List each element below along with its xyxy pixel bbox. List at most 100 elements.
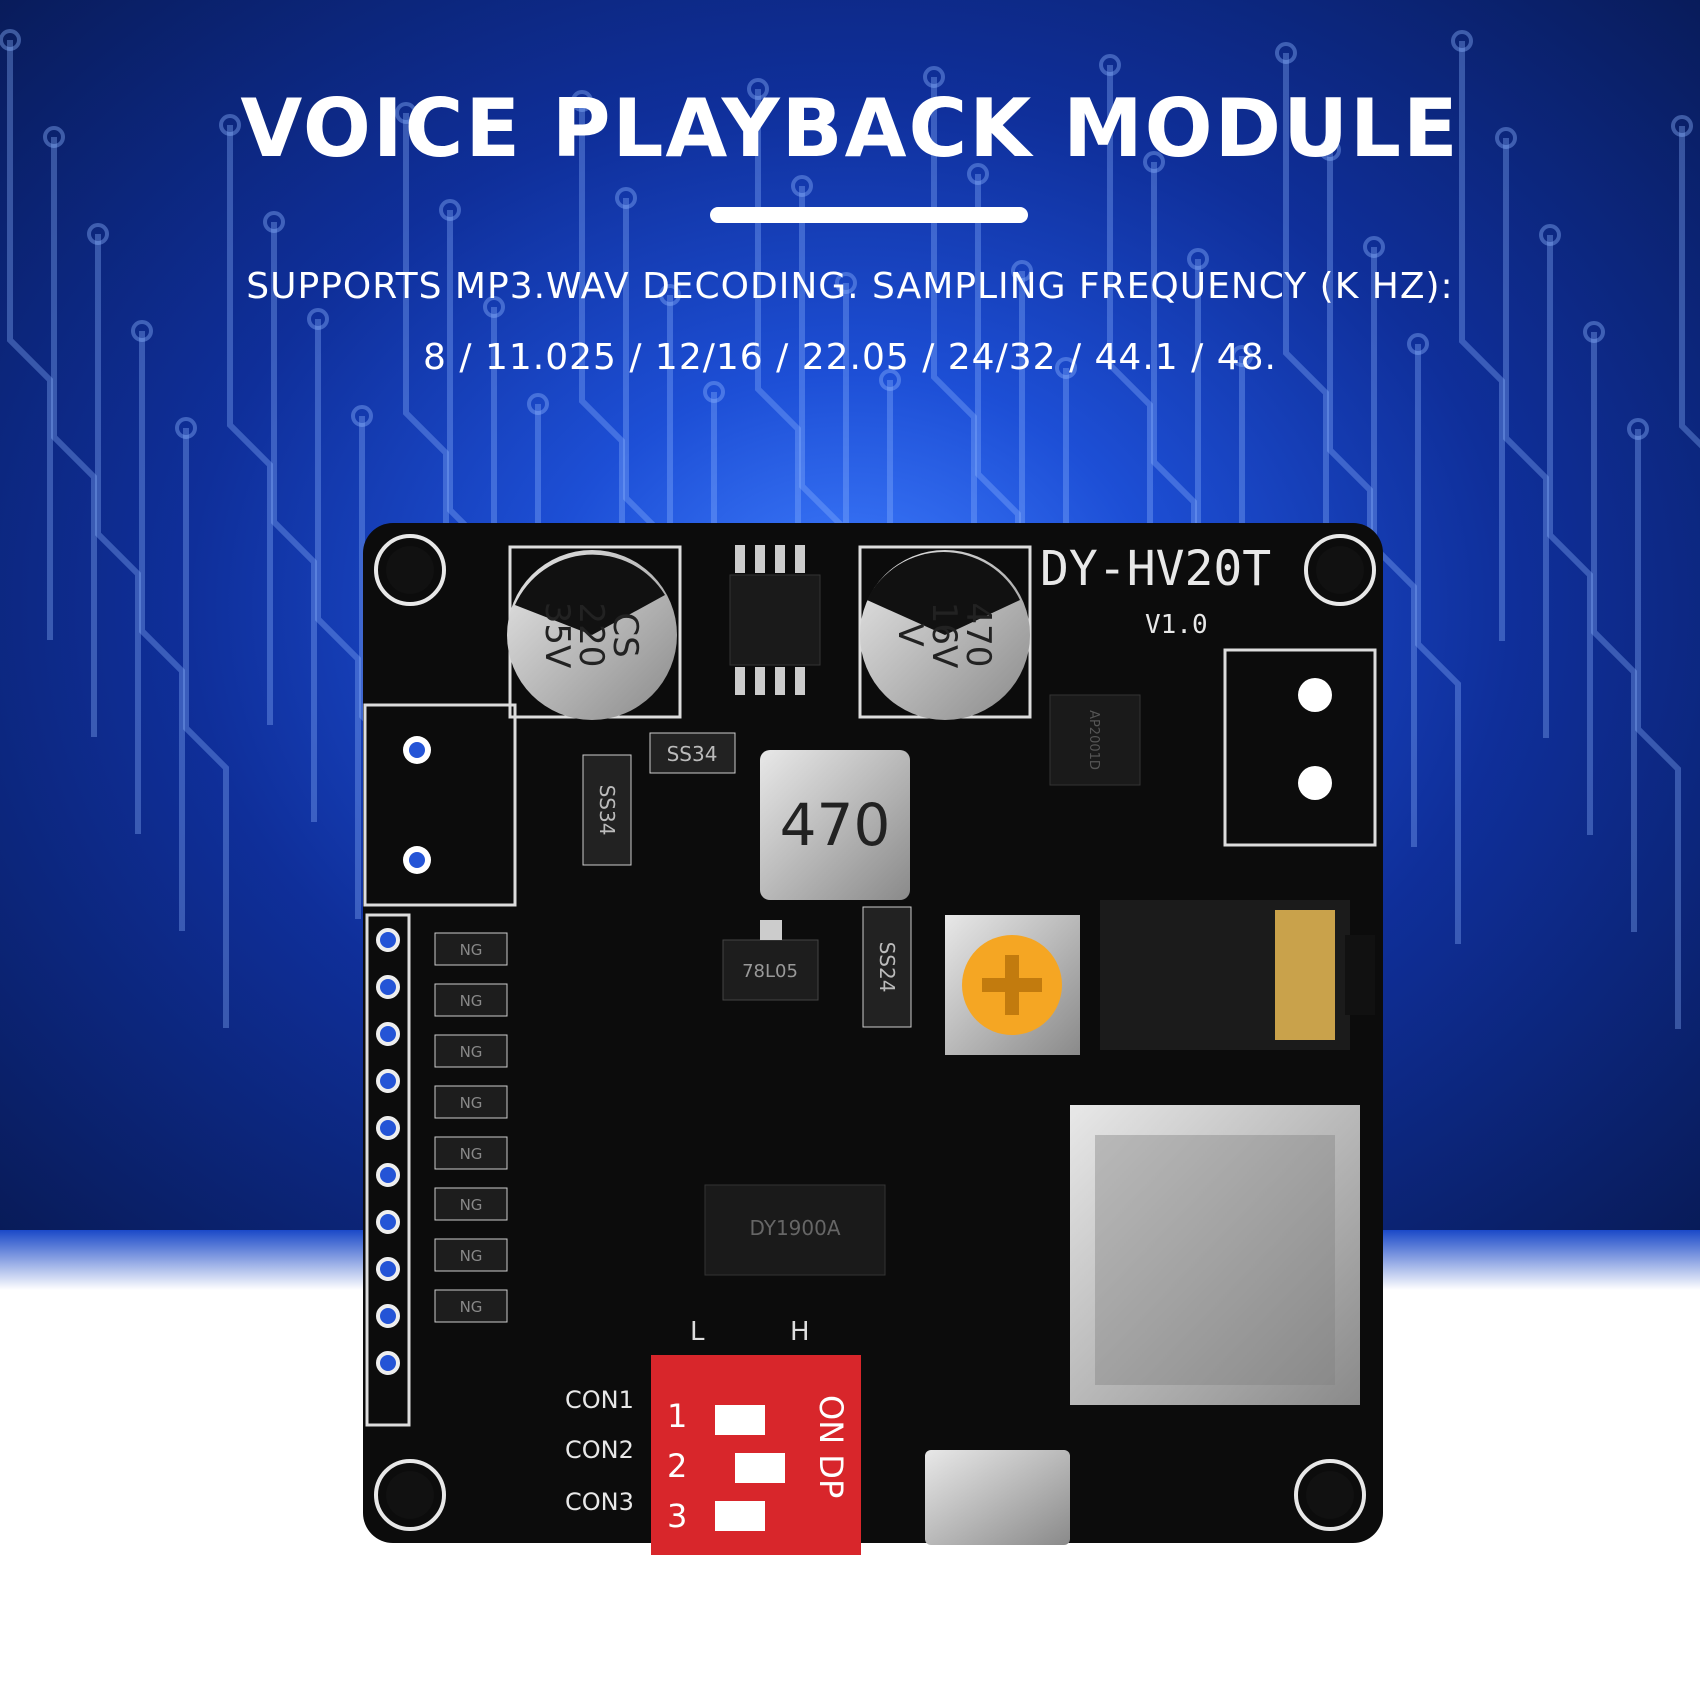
ng-resistor: NG bbox=[434, 1085, 508, 1119]
terminal-block-left bbox=[363, 703, 517, 907]
cap1-line3: 35V bbox=[537, 602, 577, 669]
circuit-pad bbox=[1583, 321, 1605, 343]
amp-chip: AP2001D bbox=[1049, 694, 1141, 786]
inductor-470: 470 bbox=[760, 750, 910, 900]
capacitor-220uf: CS 220 35V bbox=[507, 545, 682, 720]
circuit-pad bbox=[791, 175, 813, 197]
sd-card-slot bbox=[1070, 1105, 1360, 1405]
circuit-trace bbox=[51, 137, 97, 737]
cap2-line1: 470 bbox=[958, 603, 998, 668]
pin-header bbox=[365, 913, 411, 1427]
circuit-trace bbox=[95, 234, 141, 834]
header-pins bbox=[376, 928, 400, 1375]
svg-text:NG: NG bbox=[460, 941, 483, 959]
circuit-pad bbox=[1011, 260, 1033, 282]
con3-label: CON3 bbox=[565, 1488, 634, 1516]
cap1-line1: CS bbox=[605, 612, 645, 657]
circuit-pad bbox=[1319, 139, 1341, 161]
ng-resistor: NG bbox=[434, 1238, 508, 1272]
audio-jack bbox=[1100, 900, 1375, 1050]
con1-label: CON1 bbox=[565, 1386, 634, 1414]
cap1-line2: 220 bbox=[571, 603, 611, 668]
page-title: VOICE PLAYBACK MODULE bbox=[240, 82, 1460, 175]
svg-text:2: 2 bbox=[667, 1447, 687, 1485]
circuit-trace bbox=[1547, 235, 1593, 835]
ng-resistor: NG bbox=[434, 1034, 508, 1068]
circuit-pad bbox=[263, 211, 285, 233]
header-pin bbox=[376, 1163, 400, 1187]
circuit-trace bbox=[139, 331, 185, 931]
header-pin bbox=[376, 975, 400, 999]
circuit-pad bbox=[1407, 333, 1429, 355]
svg-text:AP2001D: AP2001D bbox=[1086, 710, 1101, 770]
decoder-chip: DY1900A bbox=[704, 1184, 886, 1276]
ng-resistor: NG bbox=[434, 983, 508, 1017]
circuit-pad bbox=[87, 223, 109, 245]
svg-text:NG: NG bbox=[460, 1145, 483, 1163]
header-pin bbox=[376, 1257, 400, 1281]
svg-text:SS24: SS24 bbox=[875, 942, 899, 993]
circuit-pad bbox=[131, 320, 153, 342]
svg-text:ON DP: ON DP bbox=[812, 1395, 850, 1498]
circuit-trace bbox=[1679, 126, 1700, 449]
circuit-pad bbox=[1055, 357, 1077, 379]
circuit-trace bbox=[1415, 344, 1461, 944]
circuit-pad bbox=[571, 90, 593, 112]
capacitor-470uf: 470 16V V bbox=[858, 545, 1032, 720]
dip-l-label: L bbox=[690, 1317, 705, 1347]
title-underline bbox=[710, 207, 1028, 223]
svg-text:3: 3 bbox=[667, 1497, 687, 1535]
ic-top bbox=[729, 545, 821, 695]
circuit-pad bbox=[43, 126, 65, 148]
circuit-pad bbox=[483, 296, 505, 318]
svg-text:DY1900A: DY1900A bbox=[749, 1216, 840, 1240]
svg-text:470: 470 bbox=[780, 791, 891, 859]
svg-text:SS34: SS34 bbox=[595, 785, 619, 836]
con2-label: CON2 bbox=[565, 1436, 634, 1464]
svg-text:NG: NG bbox=[460, 1298, 483, 1316]
svg-text:NG: NG bbox=[460, 1043, 483, 1061]
circuit-pad bbox=[835, 272, 857, 294]
micro-usb-port bbox=[925, 1450, 1070, 1545]
circuit-pad bbox=[879, 369, 901, 391]
ng-resistor-array: NG NG NG NG NG NG NG NG bbox=[434, 932, 508, 1323]
circuit-pad bbox=[1231, 345, 1253, 367]
cap2-line2: 16V bbox=[924, 602, 964, 669]
ng-resistor: NG bbox=[434, 1187, 508, 1221]
regulator-78l05: 78L05 bbox=[722, 920, 819, 1001]
circuit-pad bbox=[1671, 115, 1693, 137]
cap2-line3: V bbox=[890, 623, 930, 646]
circuit-pad bbox=[1495, 127, 1517, 149]
subtitle-line-2: 8 / 11.025 / 12/16 / 22.05 / 24/32 / 44.… bbox=[423, 337, 1277, 378]
svg-text:NG: NG bbox=[460, 1196, 483, 1214]
svg-text:NG: NG bbox=[460, 1094, 483, 1112]
circuit-pad bbox=[439, 199, 461, 221]
circuit-trace bbox=[7, 40, 53, 640]
circuit-pad bbox=[615, 187, 637, 209]
circuit-pad bbox=[923, 66, 945, 88]
circuit-pad bbox=[1451, 30, 1473, 52]
circuit-pad bbox=[1539, 224, 1561, 246]
diode-ss34-vertical: SS34 bbox=[582, 754, 632, 866]
version-label: V1.0 bbox=[1145, 610, 1208, 640]
circuit-trace bbox=[1371, 247, 1417, 847]
header-pin bbox=[376, 1351, 400, 1375]
diode-ss34: SS34 bbox=[649, 732, 736, 774]
circuit-trace bbox=[1459, 41, 1505, 641]
dip-switch[interactable]: 1 2 3 ON DP bbox=[651, 1355, 861, 1555]
circuit-trace bbox=[271, 222, 317, 822]
circuit-trace bbox=[315, 319, 361, 919]
circuit-pad bbox=[1627, 418, 1649, 440]
header-pin bbox=[376, 1116, 400, 1140]
ng-resistor: NG bbox=[434, 1136, 508, 1170]
circuit-pad bbox=[1099, 54, 1121, 76]
svg-text:NG: NG bbox=[460, 1247, 483, 1265]
circuit-pad bbox=[1363, 236, 1385, 258]
ng-resistor: NG bbox=[434, 932, 508, 966]
mounting-holes bbox=[374, 534, 1376, 1531]
header-pin bbox=[376, 928, 400, 952]
circuit-trace bbox=[183, 428, 229, 1028]
circuit-trace bbox=[1591, 332, 1637, 932]
svg-text:NG: NG bbox=[460, 992, 483, 1010]
ng-resistor: NG bbox=[434, 1289, 508, 1323]
